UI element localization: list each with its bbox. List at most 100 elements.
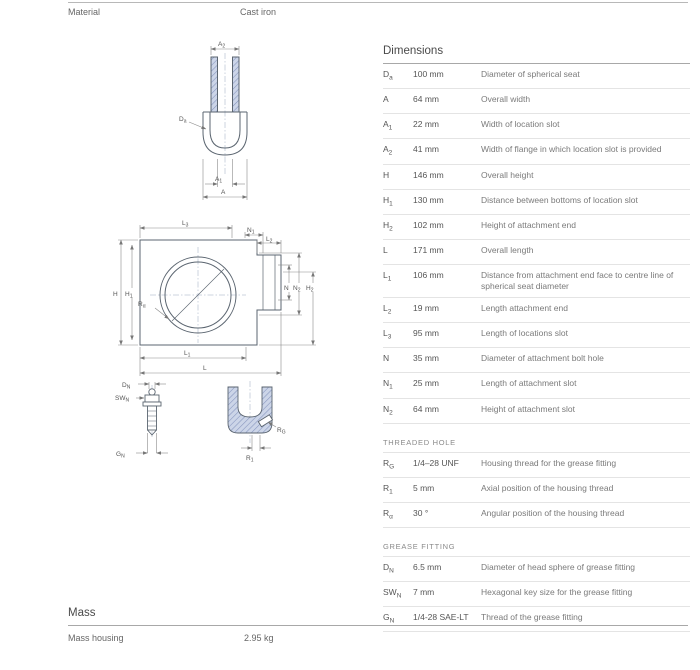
dim-description: Height of attachment slot <box>481 403 576 414</box>
dim-symbol: L3 <box>383 328 392 341</box>
mass-value: 2.95 kg <box>244 633 274 643</box>
dim-description: Width of location slot <box>481 119 560 130</box>
spec-row: Da 100 mm Diameter of spherical seat <box>383 64 690 90</box>
dim-description: Overall height <box>481 169 534 180</box>
material-row: Material Cast iron <box>68 2 688 17</box>
dim-description: Width of flange in which location slot i… <box>481 144 662 155</box>
label-h1: H1 <box>125 291 133 300</box>
label-h2: H2 <box>306 285 314 294</box>
label-n1: N1 <box>247 227 255 236</box>
dim-symbol: N <box>383 353 390 364</box>
label-r1: R1 <box>246 455 254 464</box>
spec-row: SWN 7 mm Hexagonal key size for the grease… <box>383 582 690 608</box>
drawing-area: A2 Da A1 A L3 N1 L2 H H1 Rα N N2 H2 L1 L… <box>100 35 340 480</box>
dim-description: Length of attachment slot <box>481 378 577 389</box>
dim-value: 64 mm <box>413 94 439 105</box>
label-h: H <box>113 291 118 298</box>
label-ra: Rα <box>138 301 146 310</box>
dim-symbol: R1 <box>383 482 393 496</box>
top-section-view <box>202 56 248 156</box>
material-label: Material <box>68 7 101 17</box>
label-rg: RG <box>277 427 286 436</box>
dim-value: 22 mm <box>413 119 439 130</box>
threaded-hole-title: THREADED HOLE <box>383 424 690 453</box>
label-a: A <box>221 189 226 196</box>
dim-symbol: N2 <box>383 403 393 417</box>
dim-value: 19 mm <box>413 303 439 314</box>
dim-description: Axial position of the housing thread <box>481 482 614 493</box>
label-l: L <box>203 365 207 372</box>
dim-description: Thread of the grease fitting <box>481 612 583 623</box>
threaded-hole-table: RG 1/4–28 UNF Housing thread for the greas… <box>383 453 690 529</box>
dim-value: 30 ° <box>413 507 429 518</box>
dim-value: 102 mm <box>413 219 444 230</box>
label-l3: L3 <box>182 220 189 229</box>
threaded-hole-view <box>227 386 274 434</box>
spec-row: A 64 mm Overall width <box>383 89 690 115</box>
front-view <box>139 239 282 346</box>
label-da: Da <box>179 116 187 125</box>
dim-value: 95 mm <box>413 328 439 339</box>
drawing-labels: A2 Da A1 A L3 N1 L2 H H1 Rα N N2 H2 L1 L… <box>113 41 314 464</box>
dim-description: Housing thread for the grease fitting <box>481 457 617 468</box>
dim-symbol: A2 <box>383 144 393 158</box>
dim-symbol: Da <box>383 69 393 82</box>
dim-symbol: GN <box>383 612 395 626</box>
label-a1: A1 <box>215 176 222 185</box>
dim-value: 100 mm <box>413 69 444 79</box>
spec-row: RG 1/4–28 UNF Housing thread for the greas… <box>383 453 690 478</box>
label-gn: GN <box>116 451 125 460</box>
dim-description: Length attachment end <box>481 303 568 314</box>
dim-symbol: RG <box>383 457 395 471</box>
material-value: Cast iron <box>240 7 277 17</box>
dim-description: Diameter of head sphere of grease fittin… <box>481 562 636 573</box>
dim-symbol: N1 <box>383 378 393 392</box>
spec-row: A2 41 mm Width of flange in which location… <box>383 139 690 165</box>
dim-value: 41 mm <box>413 144 439 155</box>
dim-value: 146 mm <box>413 169 444 180</box>
dim-value: 35 mm <box>413 353 439 364</box>
dim-value: 106 mm <box>413 270 444 280</box>
dim-symbol: SWN <box>383 587 402 600</box>
dim-symbol: H <box>383 169 390 180</box>
label-l1: L1 <box>184 350 191 359</box>
spec-row: H2 102 mm Height of attachment end <box>383 215 690 240</box>
dim-symbol: H1 <box>383 194 393 208</box>
dim-description: Distance between bottoms of location slo… <box>481 194 638 205</box>
dim-description: Distance from attachment end face to cen… <box>481 270 674 292</box>
dim-value: 6.5 mm <box>413 562 442 573</box>
dim-symbol: Rα <box>383 507 393 521</box>
dim-symbol: A <box>383 94 389 105</box>
dim-description: Angular position of the housing thread <box>481 507 625 518</box>
dim-value: 5 mm <box>413 482 435 493</box>
label-n2: N2 <box>293 285 301 294</box>
label-dn: DN <box>122 382 131 391</box>
dim-value: 7 mm <box>413 587 435 598</box>
dim-description: Hexagonal key size for the grease fittin… <box>481 587 633 598</box>
dim-description: Height of attachment end <box>481 219 576 230</box>
label-swn: SWN <box>115 395 129 404</box>
dim-symbol: H2 <box>383 219 393 233</box>
mass-section: Mass Mass housing 2.95 kg <box>68 607 688 643</box>
dim-description: Diameter of spherical seat <box>481 69 580 79</box>
mass-label: Mass housing <box>68 633 124 643</box>
housing-technical-drawing: A2 Da A1 A L3 N1 L2 H H1 Rα N N2 H2 L1 L… <box>113 41 316 464</box>
dim-description: Length of locations slot <box>481 328 568 339</box>
label-n: N <box>284 285 289 292</box>
spec-row: Rα 30 ° Angular position of the housing th… <box>383 503 690 529</box>
grease-fitting-view <box>142 388 162 436</box>
dim-description: Overall width <box>481 94 531 105</box>
dim-value: 1/4–28 UNF <box>413 457 459 468</box>
